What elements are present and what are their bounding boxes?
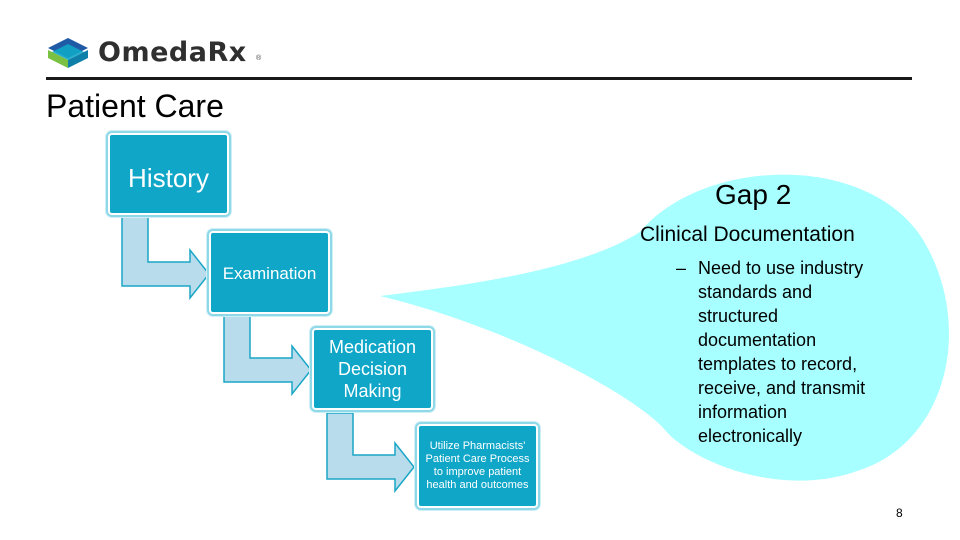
step-utilize-box: Utilize Pharmacists' Patient Care Proces… (417, 424, 538, 508)
page-title: Patient Care (46, 88, 224, 124)
header-rule (46, 77, 912, 80)
step-history-box: History (108, 133, 229, 215)
step-examination-box: Examination (209, 231, 330, 314)
arrow-history-to-examination (121, 216, 210, 301)
step-utilize-label: Utilize Pharmacists' Patient Care Proces… (425, 440, 530, 491)
step-history-label: History (128, 163, 209, 193)
logo-registered-mark: ® (256, 55, 262, 62)
page-number: 8 (896, 506, 903, 520)
logo-mark-icon (48, 38, 88, 68)
logo-wordmark: OmedaRx (98, 37, 247, 68)
bullet-text: Need to use industry standards and struc… (698, 258, 866, 446)
step-medication-box: Medication Decision Making (312, 328, 433, 410)
step-medication-label: Medication Decision Making (328, 337, 417, 401)
callout-subheading: Clinical Documentation (640, 223, 855, 246)
bullet-dash: – (676, 258, 687, 278)
arrow-examination-to-medication (223, 315, 312, 397)
step-examination-label: Examination (222, 264, 317, 283)
omedarx-logo (46, 36, 276, 70)
callout-bubble-shape (380, 174, 950, 481)
arrow-medication-to-utilize (326, 412, 415, 494)
callout-heading: Gap 2 (715, 179, 792, 210)
